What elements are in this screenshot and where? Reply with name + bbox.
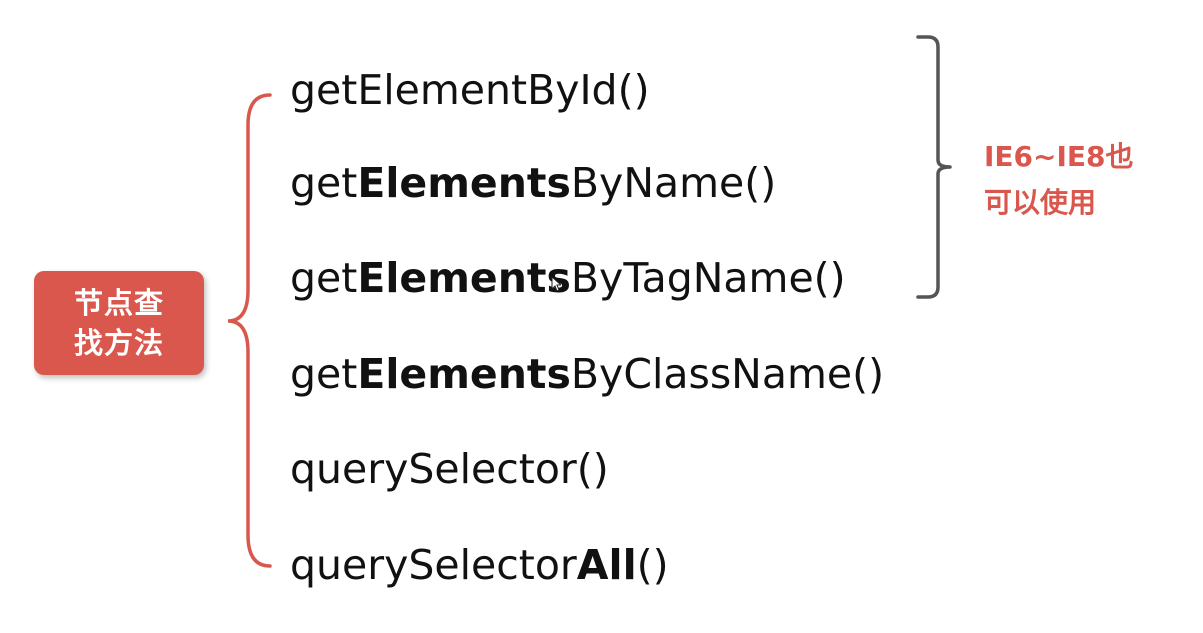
compatibility-note-line-2: 可以使用: [984, 186, 1097, 219]
mouse-pointer-icon: [551, 276, 561, 292]
category-label-line-1: 节点查: [73, 286, 164, 320]
method-prefix: querySelector(): [290, 445, 609, 493]
method-suffix: ByClassName(): [570, 350, 885, 398]
method-suffix: ByTagName(): [570, 254, 846, 302]
method-item-get-elements-by-tag-name: getElementsByTagName(): [290, 248, 846, 308]
method-item-get-elements-by-name: getElementsByName(): [290, 153, 776, 213]
method-emphasis: All: [576, 541, 637, 589]
right-square-bracket: [916, 35, 952, 299]
left-curly-brace: [227, 93, 272, 568]
method-item-get-element-by-id: getElementById(): [290, 60, 650, 120]
method-prefix: querySelector: [290, 541, 577, 589]
method-prefix: getElementById(): [290, 66, 650, 114]
compatibility-note-line-1: IE6~IE8也: [984, 140, 1134, 173]
category-label-line-2: 找方法: [73, 326, 164, 360]
method-prefix: get: [290, 350, 358, 398]
method-emphasis: Elements: [357, 159, 571, 207]
method-prefix: get: [290, 254, 358, 302]
method-emphasis: Elements: [357, 254, 571, 302]
method-item-get-elements-by-class-name: getElementsByClassName(): [290, 344, 884, 404]
category-label-box: 节点查 找方法: [34, 271, 204, 375]
method-prefix: get: [290, 159, 358, 207]
method-item-query-selector: querySelector(): [290, 439, 609, 499]
method-suffix: (): [636, 541, 669, 589]
method-emphasis: Elements: [357, 350, 571, 398]
compatibility-note: IE6~IE8也 可以使用: [984, 134, 1134, 226]
method-suffix: ByName(): [570, 159, 777, 207]
method-item-query-selector-all: querySelectorAll(): [290, 535, 669, 595]
